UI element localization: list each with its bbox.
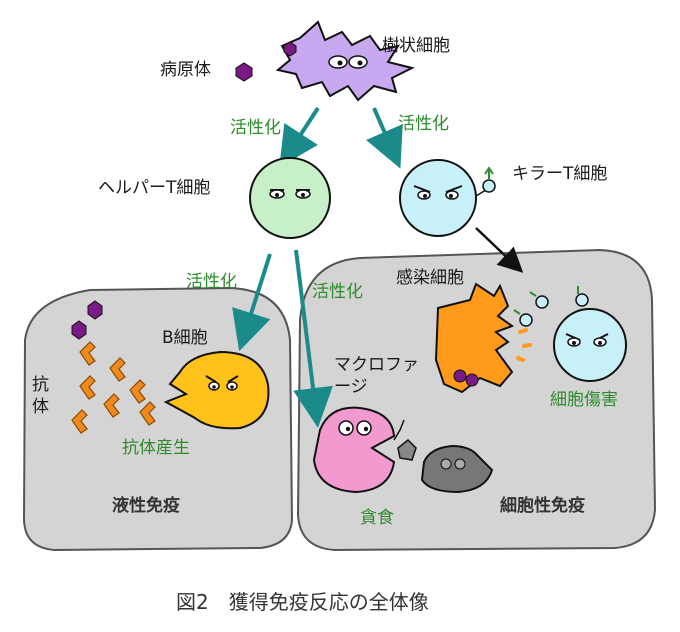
arrow-to-b-cell: [232, 253, 272, 352]
helper-t-cell: [249, 157, 331, 239]
pathogen-icon: [235, 62, 253, 82]
pathogen-icon: [71, 320, 87, 340]
activation-right-label: 活性化: [398, 114, 449, 134]
arrow-to-macrophage: [293, 249, 333, 428]
helper-t-label: ヘルパーT細胞: [98, 178, 211, 198]
grey-cell: [420, 444, 494, 494]
macrophage-label: マクロファージ: [334, 355, 419, 397]
macrophage: [312, 406, 417, 494]
dendritic-cell-label: 樹状細胞: [382, 36, 450, 56]
activation-left-label: 活性化: [230, 118, 281, 138]
b-cell-label: B細胞: [162, 328, 208, 348]
figure-caption: 図2 獲得免疫反応の全体像: [176, 590, 429, 614]
activation-b-label: 活性化: [186, 272, 237, 292]
dendritic-cell: [275, 20, 415, 102]
pathogen-icon: [283, 41, 297, 57]
arrow-to-helper: [279, 106, 320, 168]
arrow-to-killer: [366, 107, 403, 169]
antibody-label: 抗体: [32, 375, 49, 417]
cell-injury-label: 細胞傷害: [550, 390, 618, 410]
phagocytosis-label: 貪食: [360, 508, 394, 528]
activation-macro-label: 活性化: [312, 282, 363, 302]
pathogen-icon: [87, 300, 103, 320]
cellular-immunity-label: 細胞性免疫: [500, 496, 585, 516]
infected-cell-label: 感染細胞: [396, 268, 464, 288]
killer-t-cell: [399, 159, 496, 237]
pathogen-label: 病原体: [160, 60, 211, 80]
infected-cell: [434, 282, 532, 394]
b-cell: [163, 350, 270, 430]
arrow-to-target: [475, 227, 524, 273]
killer-t-label: キラーT細胞: [512, 164, 608, 184]
humoral-immunity-label: 液性免疫: [112, 496, 180, 516]
killer-t-attacking: [513, 286, 627, 382]
antibody-production-label: 抗体産生: [122, 438, 190, 458]
antibody-group: [71, 341, 156, 434]
